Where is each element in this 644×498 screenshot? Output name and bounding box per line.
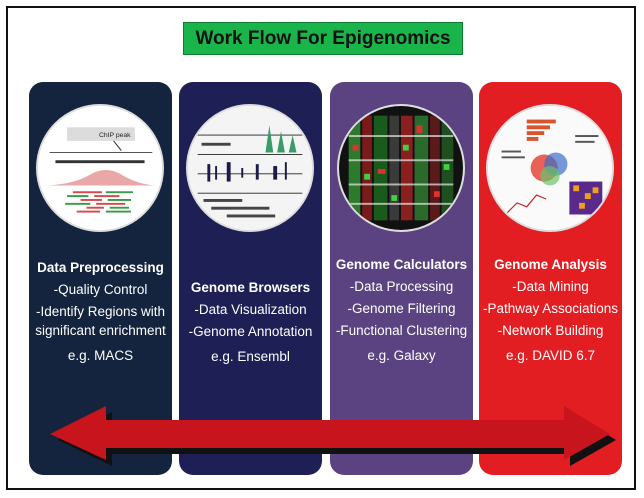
analysis-collage-image [486,104,614,232]
diagram-title: Work Flow For Epigenomics [183,22,463,55]
panel-item: -Network Building [479,321,622,340]
panel-item: -Genome Annotation [179,322,322,341]
panel-text: Genome Calculators -Data Processing -Gen… [330,255,473,365]
double-arrow-icon [50,400,620,470]
panel-example: e.g. Ensembl [179,347,322,366]
panel-heading: Genome Analysis [479,255,622,274]
panel-heading: Genome Browsers [179,278,322,297]
panel-item: -Genome Filtering [330,299,473,318]
panel-item: -Data Mining [479,277,622,296]
panel-heading: Genome Calculators [330,255,473,274]
panel-example: e.g. DAVID 6.7 [479,346,622,365]
chip-peak-label: ChIP peak [99,132,131,139]
panel-heading: Data Preprocessing [29,258,172,277]
chip-peak-image: ChIP peak [36,104,164,232]
panel-text: Data Preprocessing -Quality Control -Ide… [29,258,172,365]
panel-item: -Functional Clustering [330,321,473,340]
panel-item: -Identify Regions with significant enric… [29,302,172,340]
heatmap-image [337,104,465,232]
panel-item: -Pathway Associations [479,299,622,318]
panel-text: Genome Browsers -Data Visualization -Gen… [179,278,322,366]
panel-item: -Data Processing [330,277,473,296]
genome-browser-image [186,104,314,232]
panel-text: Genome Analysis -Data Mining -Pathway As… [479,255,622,365]
panel-example: e.g. Galaxy [330,346,473,365]
panel-example: e.g. MACS [29,346,172,365]
panel-item: -Data Visualization [179,300,322,319]
panel-item: -Quality Control [29,280,172,299]
